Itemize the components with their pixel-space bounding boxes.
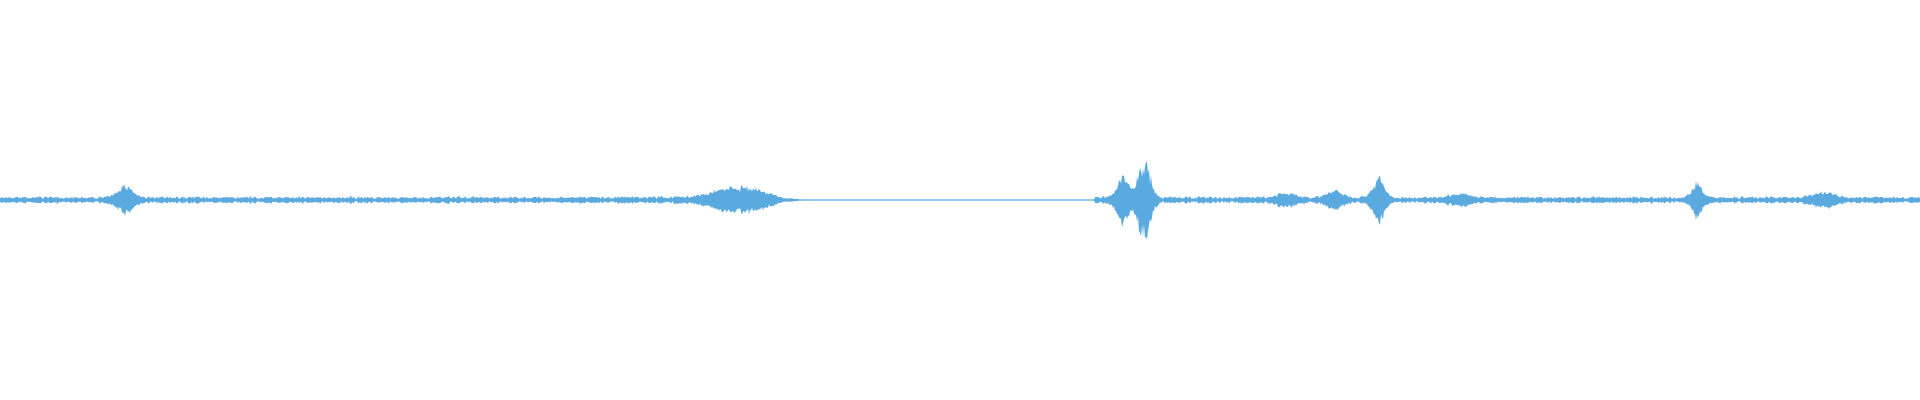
waveform-path: [0, 161, 1920, 240]
